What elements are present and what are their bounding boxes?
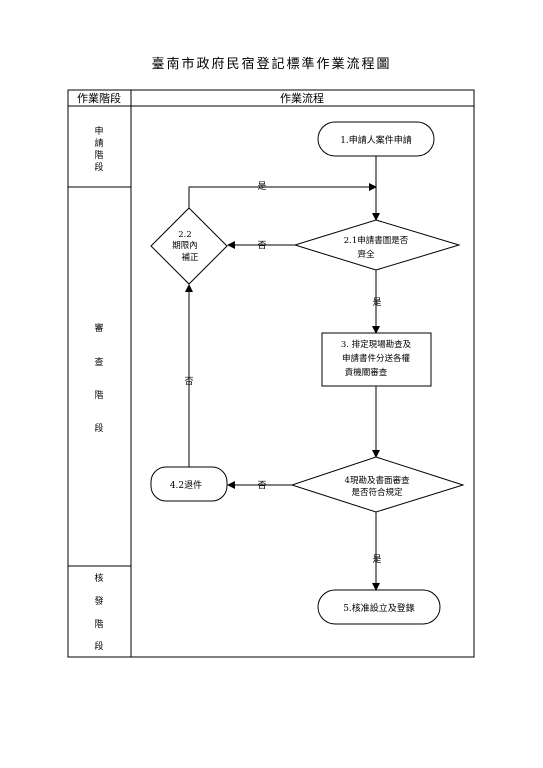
svg-text:審: 審 [94,322,103,334]
node-3-process: 3. 排定現場勘查及 申請書件分送各權 責機關審查 [321,332,432,387]
svg-text:4.2退件: 4.2退件 [170,479,202,491]
label-yes-21: 是 [372,297,381,308]
node-2-1-decision: 2.1申請書圖是否 齊全 [293,219,461,271]
node-1-application: 1.申請人案件申請 [317,121,435,157]
page-title: 臺南市政府民宿登記標準作業流程圖 [151,57,392,72]
svg-text:階: 階 [94,619,103,630]
header-stage: 作業階段 [77,91,121,105]
node-4-decision: 4現勘及書面審查 是否符合規定 [290,456,465,513]
header-flow: 作業流程 [280,91,324,105]
svg-text:1.申請人案件申請: 1.申請人案件申請 [340,134,412,146]
svg-text:5.核准設立及登錄: 5.核准設立及登錄 [343,602,415,614]
svg-text:段: 段 [94,161,103,173]
node-4-2-return: 4.2退件 [150,466,228,502]
svg-text:核: 核 [94,572,103,584]
svg-text:2.2: 2.2 [178,230,192,240]
svg-text:申請書件分送各權: 申請書件分送各權 [342,353,411,364]
svg-text:2.1申請書圖是否: 2.1申請書圖是否 [344,235,409,246]
svg-text:查: 查 [94,356,103,368]
svg-text:責機關審查: 責機關審查 [345,367,388,378]
label-no-4: 否 [257,480,266,491]
svg-text:階: 階 [94,390,103,401]
node-2-2-decision: 2.2 期限內 補正 [150,207,228,285]
svg-text:補正: 補正 [181,252,199,263]
stage-review-label: 審 查 階 段 [94,322,103,434]
node-5-approval: 5.核准設立及登錄 [317,589,441,625]
svg-text:階: 階 [94,150,103,161]
stage-apply-label: 申 請 階 段 [94,125,103,173]
svg-text:3. 排定現場勘查及: 3. 排定現場勘查及 [341,339,412,350]
connectors [185,156,380,591]
svg-text:請: 請 [94,137,103,149]
svg-text:4現勘及書面審查: 4現勘及書面審查 [345,475,410,486]
label-yes-loop: 是 [257,181,266,192]
svg-text:段: 段 [94,422,103,434]
svg-text:申: 申 [94,125,103,137]
svg-text:發: 發 [94,595,103,607]
svg-text:段: 段 [94,640,103,652]
stage-approve-label: 核 發 階 段 [94,572,103,652]
svg-text:是否符合規定: 是否符合規定 [351,487,403,498]
label-no-21: 否 [257,240,266,251]
svg-text:期限內: 期限內 [172,241,198,251]
svg-text:齊全: 齊全 [357,249,375,260]
table-frame [67,89,475,658]
label-yes-4: 是 [372,554,381,565]
label-no-42: 否 [184,376,193,387]
